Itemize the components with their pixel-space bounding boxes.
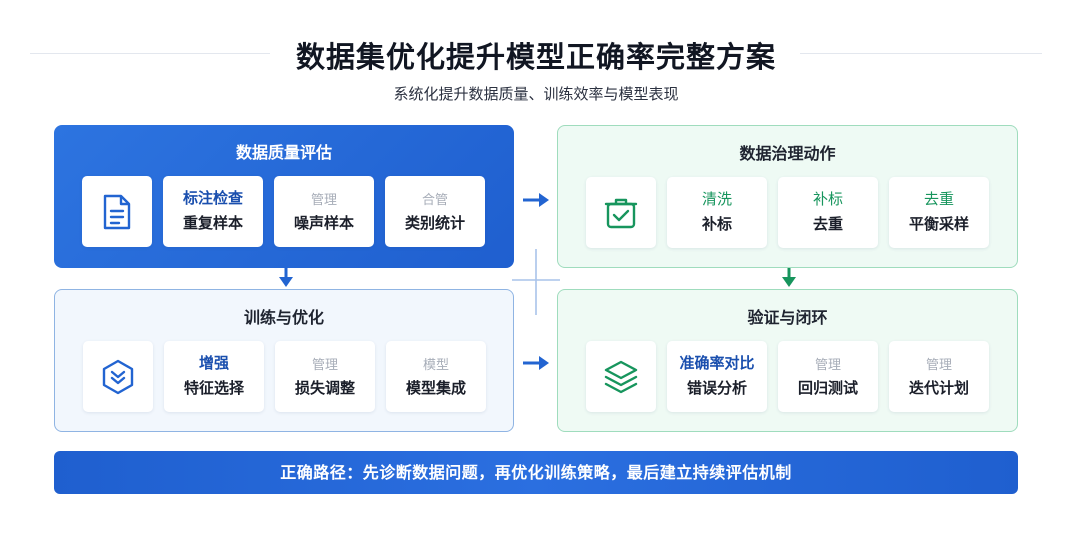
title-divider-right — [800, 53, 1042, 54]
card-label-bottom: 错误分析 — [686, 379, 747, 397]
card-label-bottom: 补标 — [701, 215, 732, 233]
clean-bin-icon-card — [586, 177, 656, 248]
panel-title: 数据质量评估 — [235, 143, 332, 162]
card-label-top: 准确率对比 — [679, 354, 755, 372]
card-label-bottom: 噪声样本 — [293, 214, 354, 232]
card-label-bottom: 回归测试 — [797, 379, 858, 397]
card-label-bottom: 模型集成 — [405, 379, 466, 397]
card-label-bottom: 重复样本 — [182, 214, 243, 232]
card-regression-test: 管理 回归测试 — [778, 341, 878, 412]
document-icon — [103, 194, 131, 229]
title-row: 数据集优化提升模型正确率完整方案 — [0, 34, 1072, 74]
card-augmentation: 增强 特征选择 — [164, 341, 264, 412]
card-label-bottom: 损失调整 — [294, 379, 355, 397]
arrow-right-icon — [523, 356, 549, 370]
card-label-top: 管理 — [310, 193, 337, 208]
center-cross-divider — [512, 249, 560, 315]
card-label-top: 补标 — [812, 190, 843, 208]
card-label-top: 合管 — [421, 193, 448, 208]
arrow-right-icon — [523, 193, 549, 207]
download-hexagon-icon-card — [83, 341, 153, 412]
document-icon-card — [82, 176, 152, 247]
card-label-top: 清洗 — [701, 190, 732, 208]
layers-icon — [604, 360, 638, 393]
panel-title: 验证与闭环 — [747, 308, 828, 327]
download-hexagon-icon — [102, 359, 134, 394]
card-label-bottom: 迭代计划 — [908, 379, 969, 397]
card-accuracy-comparison: 准确率对比 错误分析 — [667, 341, 767, 412]
arrow-down-icon — [279, 268, 293, 287]
card-label-bottom: 类别统计 — [404, 214, 465, 232]
page-title: 数据集优化提升模型正确率完整方案 — [295, 40, 776, 74]
arrow-down-icon — [782, 268, 796, 287]
page-subtitle: 系统化提升数据质量、训练效率与模型表现 — [393, 85, 679, 103]
layers-icon-card — [586, 341, 656, 412]
card-label-top: 增强 — [198, 354, 229, 372]
panel-title: 训练与优化 — [243, 308, 324, 327]
card-label-top: 管理 — [814, 358, 841, 373]
card-annotation-check: 标注检查 重复样本 — [163, 176, 263, 247]
card-noise-samples: 管理 噪声样本 — [274, 176, 374, 247]
card-class-statistics: 合管 类别统计 — [385, 176, 485, 247]
card-dedup: 去重 平衡采样 — [889, 177, 989, 248]
panel-data-governance-actions: 数据治理动作 清洗 补标 补标 去重 去重 平衡采样 — [557, 125, 1018, 268]
panel-validation-loop: 验证与闭环 准确率对比 错误分析 管理 回归测试 管理 迭代计划 — [557, 289, 1018, 432]
card-label-bottom: 平衡采样 — [908, 215, 969, 233]
panel-training-optimization: 训练与优化 增强 特征选择 管理 损失调整 模型 模型集成 — [54, 289, 514, 432]
panel-title: 数据治理动作 — [739, 144, 836, 163]
clean-bin-icon — [604, 198, 638, 228]
card-label-bottom: 去重 — [812, 215, 843, 233]
card-loss-adjustment: 管理 损失调整 — [275, 341, 375, 412]
title-divider-left — [30, 53, 270, 54]
card-label-top: 标注检查 — [182, 189, 243, 207]
card-label-top: 管理 — [925, 358, 952, 373]
card-cleaning: 清洗 补标 — [667, 177, 767, 248]
card-iteration-plan: 管理 迭代计划 — [889, 341, 989, 412]
card-model-ensemble: 模型 模型集成 — [386, 341, 486, 412]
card-label-top: 管理 — [311, 358, 338, 373]
card-relabel: 补标 去重 — [778, 177, 878, 248]
panel-data-quality-assessment: 数据质量评估 标注检查 重复样本 管理 噪声样本 合管 类别统计 — [54, 125, 514, 268]
card-label-top: 模型 — [422, 358, 449, 373]
summary-banner: 正确路径：先诊断数据问题，再优化训练策略，最后建立持续评估机制 — [54, 451, 1018, 494]
card-label-bottom: 特征选择 — [183, 379, 244, 397]
card-label-top: 去重 — [923, 190, 954, 208]
